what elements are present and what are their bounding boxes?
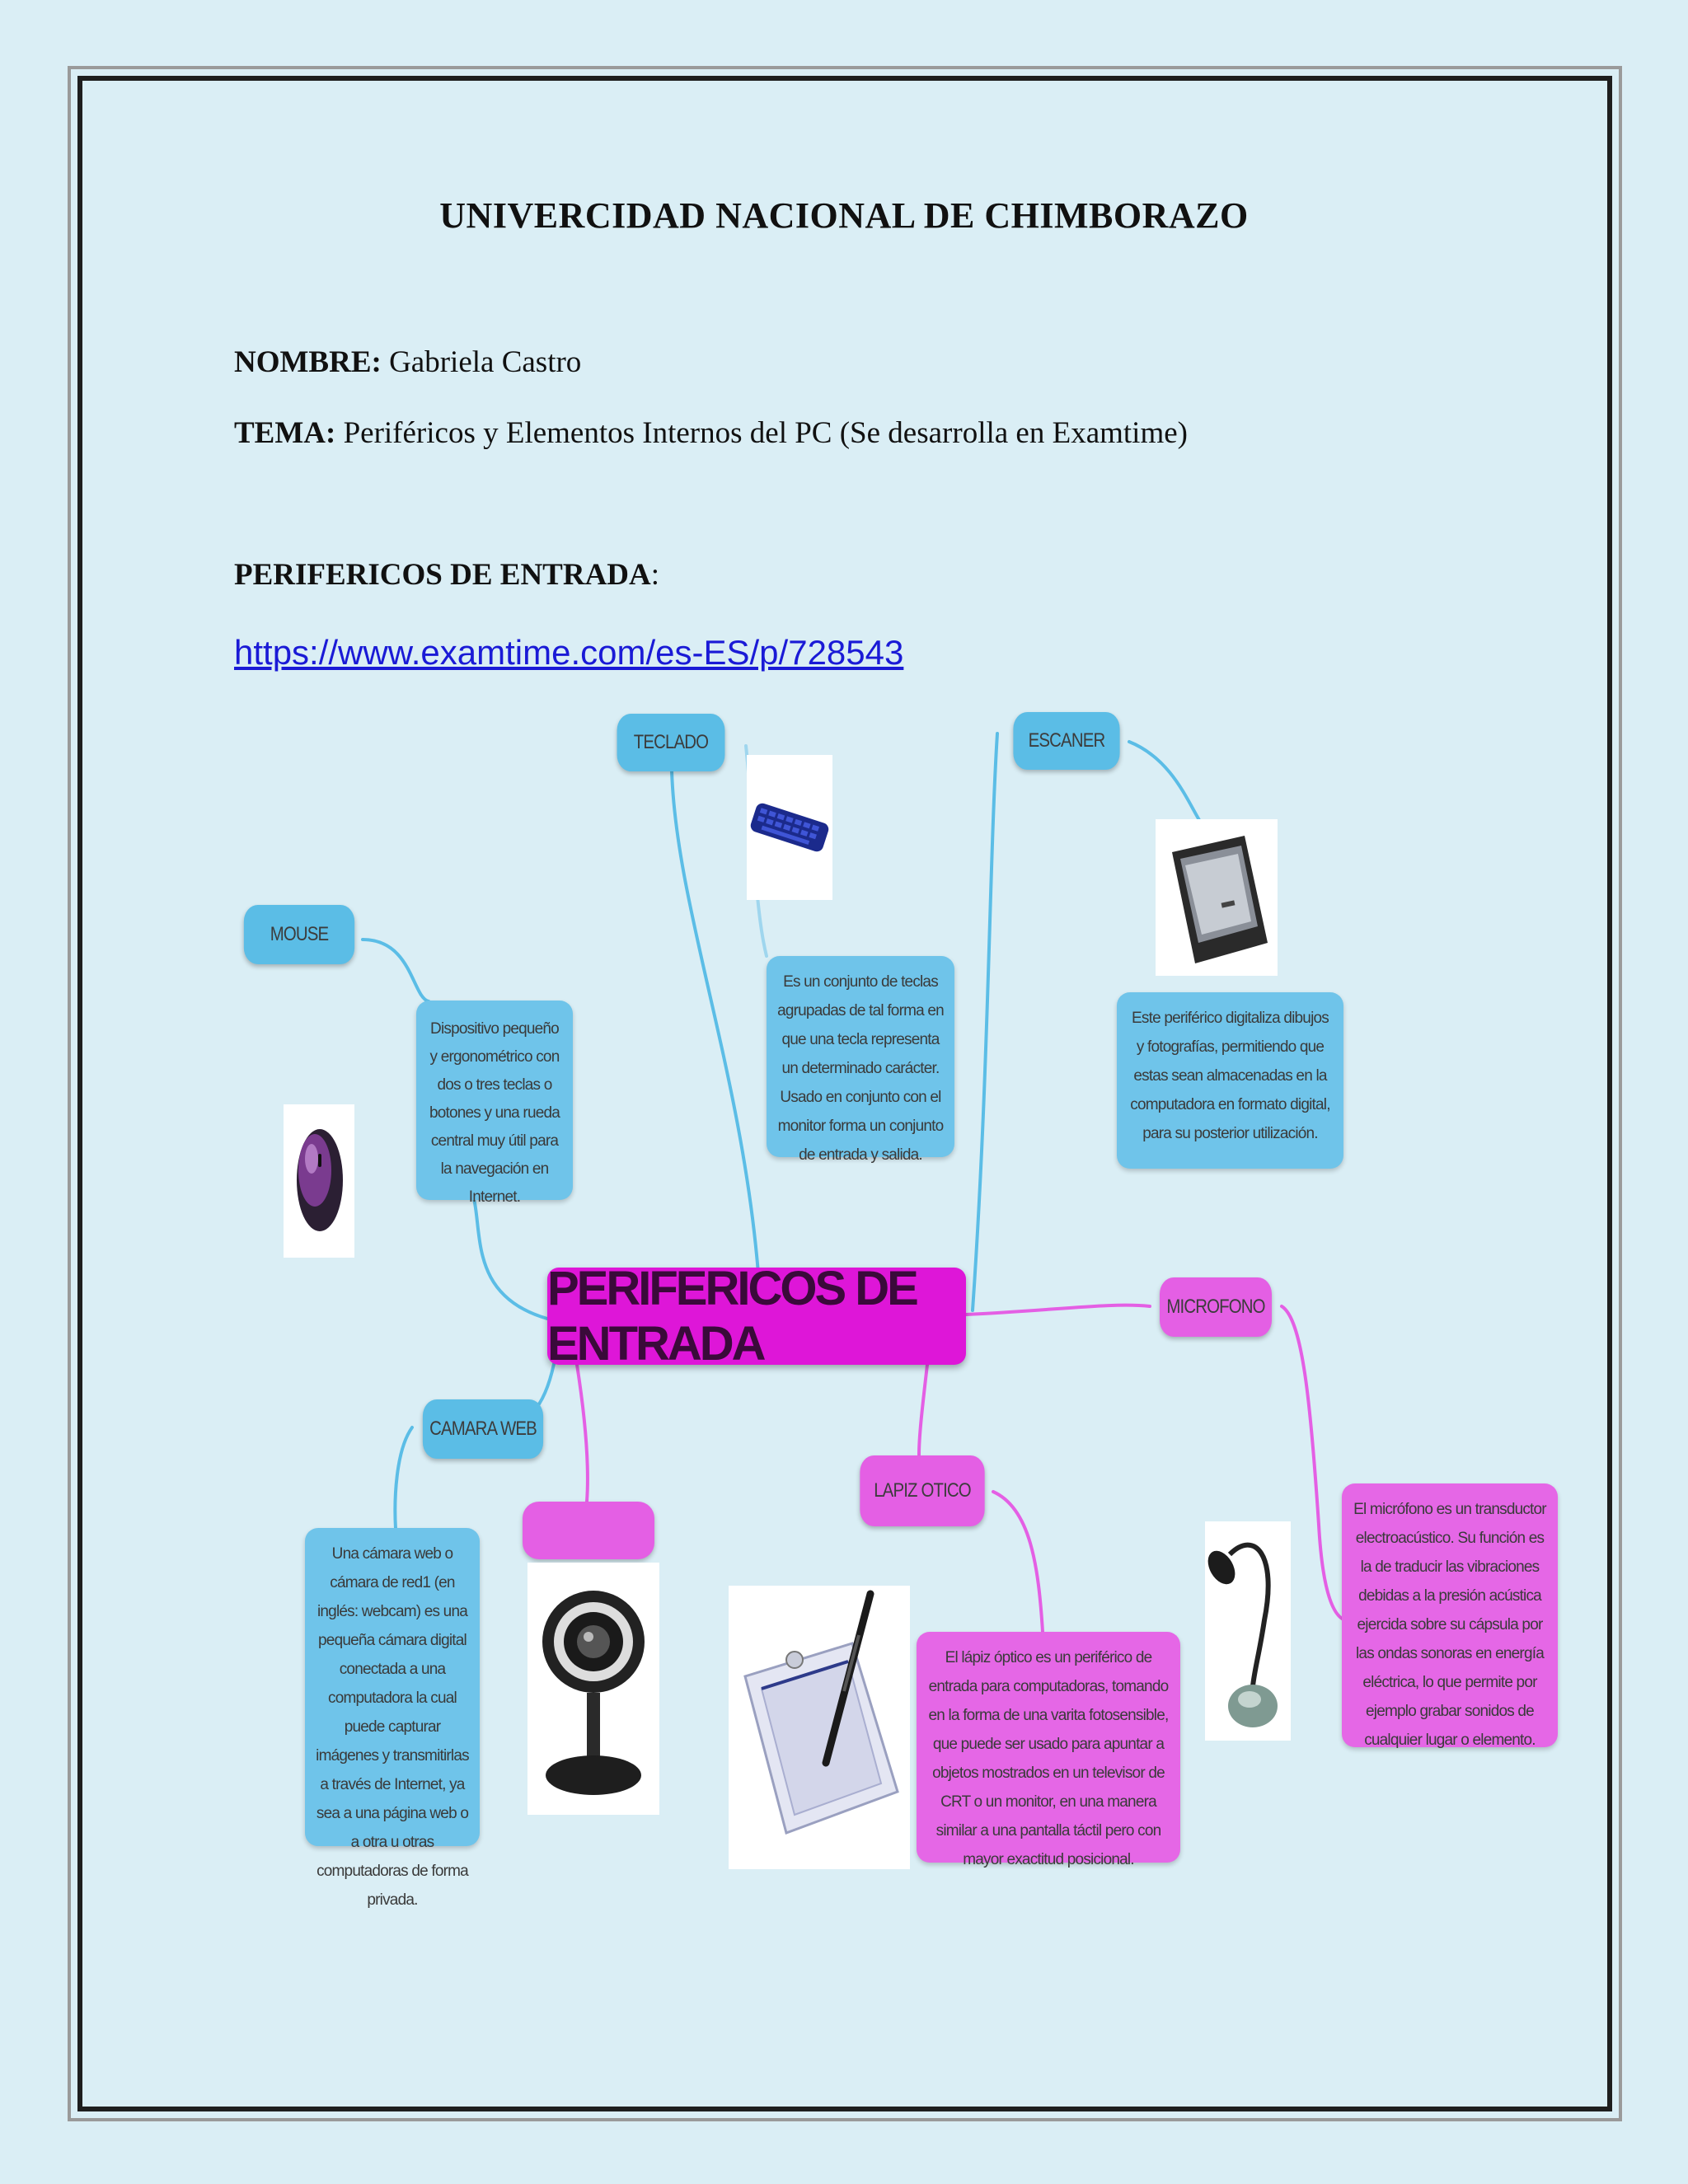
node-escaner[interactable]: ESCANER [1013, 712, 1120, 770]
section-heading: PERIFERICOS DE ENTRADA: [234, 557, 659, 593]
desc-mouse: Dispositivo pequeño y ergonométrico con … [416, 1001, 573, 1206]
node-untitled[interactable] [523, 1502, 654, 1559]
connector-escaner-pic [1128, 740, 1201, 822]
node-microfono[interactable]: MICROFONO [1160, 1277, 1272, 1337]
topic-value: Periféricos y Elementos Internos del PC … [335, 416, 1188, 450]
connector-escaner [971, 732, 999, 1312]
graphics-tablet-image [729, 1586, 910, 1869]
node-lapiz-optico[interactable]: LAPIZ OTICO [860, 1455, 985, 1526]
scanner-image [1156, 819, 1278, 976]
connector-lapiz [917, 1363, 929, 1456]
webcam-image [528, 1563, 659, 1815]
central-node[interactable]: PERIFERICOS DE ENTRADA [547, 1262, 966, 1371]
mouse-image [284, 1104, 354, 1258]
section-label: PERIFERICOS DE ENTRADA [234, 558, 651, 592]
node-mouse[interactable]: MOUSE [243, 905, 355, 964]
topic-label: TEMA: [234, 416, 336, 450]
section-colon: : [650, 558, 660, 592]
name-line: NOMBRE: Gabriela Castro [234, 344, 581, 380]
connector-mouse-desc [361, 938, 430, 1003]
connector-untitled [575, 1363, 589, 1503]
desc-teclado: Es un conjunto de teclas agrupadas de ta… [767, 956, 954, 1164]
page-frame-inner [77, 76, 1612, 2111]
desc-lapiz-optico: El lápiz óptico es un periférico de entr… [917, 1632, 1180, 1868]
connector-camara-desc [393, 1426, 414, 1530]
microphone-image [1205, 1521, 1291, 1741]
page-frame-outer [68, 66, 1622, 2121]
topic-line: TEMA: Periféricos y Elementos Internos d… [234, 415, 1188, 451]
desc-microfono: El micrófono es un transductor electroac… [1342, 1483, 1558, 1749]
node-camara-web[interactable]: CAMARA WEB [422, 1399, 544, 1459]
connector-lapiz-desc [992, 1490, 1044, 1633]
node-teclado[interactable]: TECLADO [617, 714, 725, 771]
desc-camara-web: Una cámara web o cámara de red1 (en ingl… [305, 1528, 480, 1909]
examtime-link[interactable]: https://www.examtime.com/es-ES/p/728543 [234, 633, 904, 672]
connector-microfono-desc [1280, 1305, 1345, 1621]
name-label: NOMBRE: [234, 345, 382, 379]
keyboard-image [747, 755, 832, 900]
connector-microfono [964, 1303, 1151, 1316]
page-title: UNIVERCIDAD NACIONAL DE CHIMBORAZO [439, 195, 1249, 236]
desc-escaner: Este periférico digitaliza dibujos y fot… [1117, 992, 1343, 1169]
name-value: Gabriela Castro [381, 345, 582, 379]
connector-mouse [468, 1185, 549, 1320]
connector-teclado [670, 769, 760, 1275]
